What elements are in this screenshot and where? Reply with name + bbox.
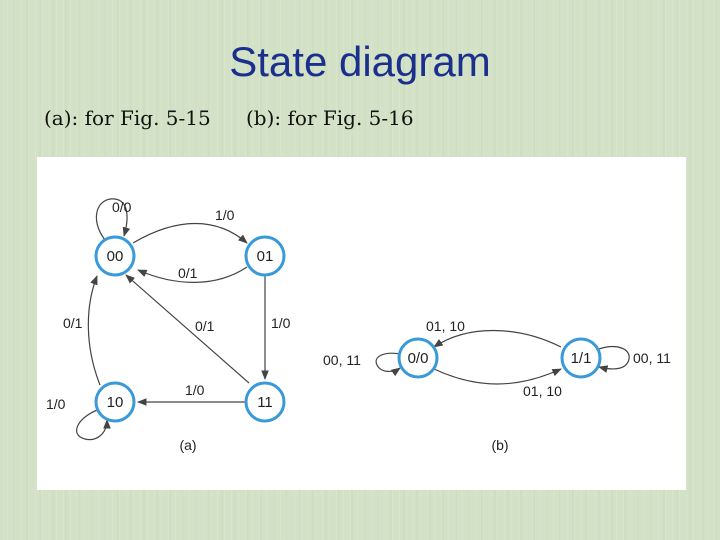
state-11: 11: [244, 381, 286, 423]
subtitle-a: (a): for Fig. 5-15: [44, 106, 211, 130]
label-10-to-00: 0/1: [63, 315, 83, 331]
state-diagram-svg: 00 01 10 11 0/0 1/0 0/1 1/0 0/1 1/0 0/1 …: [46, 198, 671, 453]
label-01-to-00: 0/1: [178, 265, 198, 281]
edge-left-to-right: [433, 368, 562, 385]
state-right-label: 1/1: [571, 350, 592, 367]
state-10: 10: [94, 381, 136, 423]
subtitle-b: (b): for Fig. 5-16: [246, 106, 414, 130]
edge-10-to-00: [87, 275, 101, 386]
edge-11-to-00: [125, 274, 250, 384]
edge-00-to-01: [132, 222, 248, 244]
edge-right-self: [598, 346, 630, 373]
label-01-to-11: 1/0: [271, 315, 291, 331]
label-left-self: 00, 11: [323, 352, 361, 368]
label-11-to-00: 0/1: [195, 318, 215, 334]
caption-a: (a): [179, 437, 196, 453]
edge-00-self: [95, 198, 131, 241]
state-00: 00: [94, 235, 136, 277]
edge-right-to-left: [433, 329, 562, 348]
state-01-label: 01: [257, 248, 274, 265]
label-left-to-right: 01, 10: [523, 383, 562, 399]
edge-01-to-00: [137, 266, 248, 283]
state-01: 01: [244, 235, 286, 277]
state-left-label: 0/0: [408, 350, 429, 367]
state-diagram-figure: 00 01 10 11 0/0 1/0 0/1 1/0 0/1 1/0 0/1 …: [37, 157, 686, 490]
state-left: 0/0: [397, 337, 439, 379]
state-10-label: 10: [107, 394, 124, 411]
slide-title: State diagram: [229, 38, 491, 85]
state-right: 1/1: [560, 337, 602, 379]
label-right-self: 00, 11: [633, 350, 671, 366]
label-right-to-left: 01, 10: [426, 318, 465, 334]
edge-10-self: [76, 408, 111, 441]
edge-left-self: [375, 352, 402, 377]
state-11-label: 11: [257, 394, 273, 411]
label-00-self: 0/0: [112, 199, 132, 215]
caption-b: (b): [491, 437, 508, 453]
label-11-to-10: 1/0: [185, 382, 205, 398]
label-00-to-01: 1/0: [215, 207, 235, 223]
label-10-self: 1/0: [46, 396, 66, 412]
state-00-label: 00: [107, 248, 124, 265]
